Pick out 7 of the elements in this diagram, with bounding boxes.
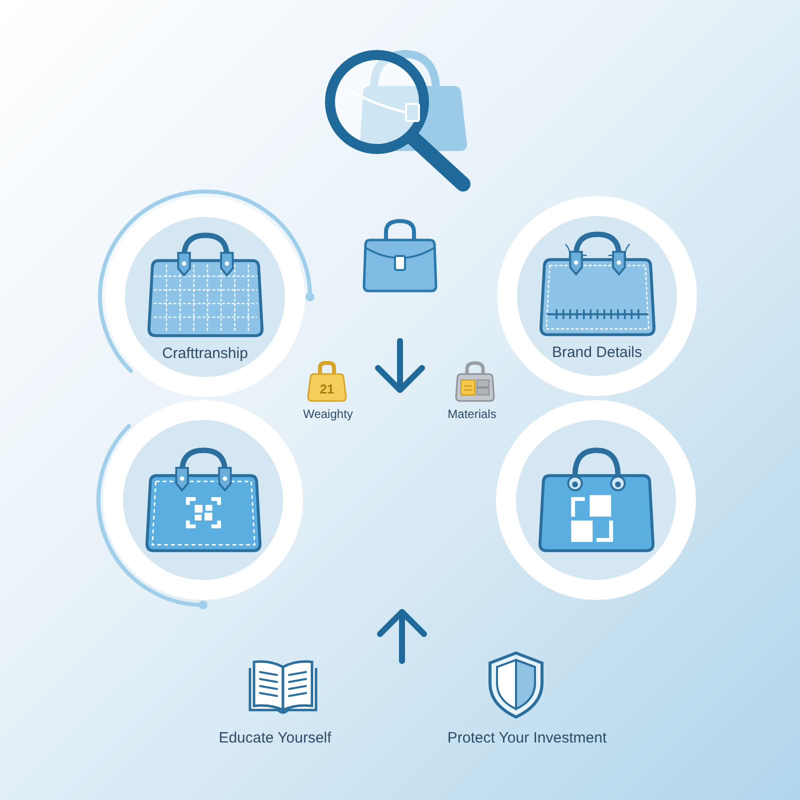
caption: Weaighty [303,408,353,420]
caption: Educate Yourself [218,730,332,746]
caption: Materials [448,408,496,420]
icon-number: 21 [320,382,334,396]
node-label: Brand Details [552,344,642,362]
caption: Protect Your Investment [447,730,607,746]
node-label: Crafttranship [162,345,248,363]
